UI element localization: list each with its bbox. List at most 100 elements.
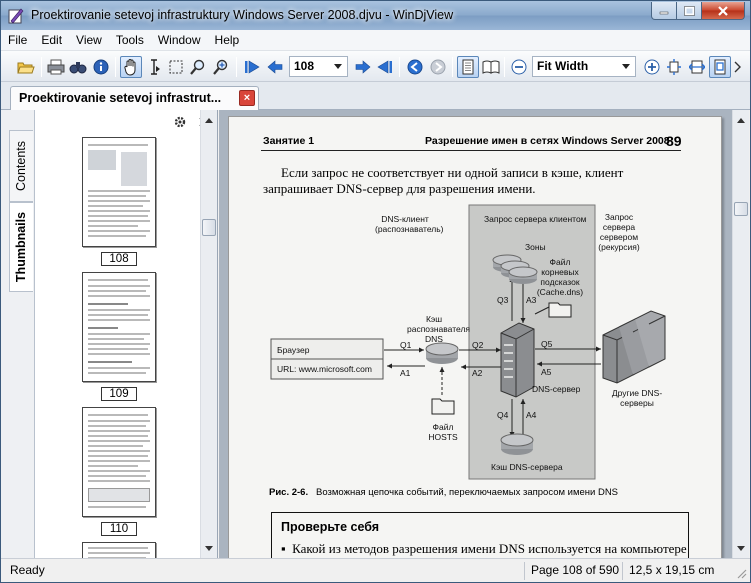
zoom-out-icon <box>511 59 527 75</box>
last-page-button[interactable] <box>374 56 396 78</box>
thumbnail-page-108[interactable] <box>82 137 156 247</box>
next-page-button[interactable] <box>352 56 374 78</box>
other-servers-label: Другие DNS-серверы <box>611 388 663 408</box>
page-header-title: Разрешение имен в сетях Windows Server 2… <box>425 135 670 147</box>
zoom-in-button[interactable] <box>641 56 663 78</box>
a3-label: A3 <box>526 295 537 305</box>
tab-thumbnails-label: Thumbnails <box>14 211 29 283</box>
scrollbar-thumb[interactable] <box>734 202 748 216</box>
a2-label: A2 <box>472 368 483 378</box>
chevron-down-icon[interactable] <box>331 58 345 75</box>
gear-icon[interactable] <box>173 115 187 129</box>
first-page-icon <box>245 60 260 74</box>
info-icon <box>93 59 109 75</box>
q2-label: Q2 <box>472 340 484 350</box>
select-text-button[interactable] <box>143 56 165 78</box>
tab-thumbnails[interactable]: Thumbnails <box>9 202 33 292</box>
minimize-button[interactable] <box>651 2 677 20</box>
scroll-down-icon[interactable] <box>733 540 749 556</box>
select-region-button[interactable] <box>165 56 187 78</box>
document-viewport[interactable]: Занятие 1 Разрешение имен в сетях Window… <box>219 110 732 558</box>
caption-number: Рис. 2-6. <box>269 487 309 498</box>
page-number: 89 <box>666 133 682 149</box>
book-icon <box>482 60 500 74</box>
zoom-combo[interactable]: Fit Width <box>532 56 636 77</box>
caption-text: Возможная цепочка событий, переключаемых… <box>316 487 619 498</box>
thumbnails-scrollbar[interactable] <box>200 110 217 558</box>
menu-tools[interactable]: Tools <box>115 33 144 47</box>
chevron-down-icon[interactable] <box>619 58 633 75</box>
hand-tool-button[interactable] <box>120 56 142 78</box>
previous-page-button[interactable] <box>264 56 286 78</box>
menu-bar: File Edit View Tools Window Help <box>1 30 750 51</box>
thumbnail-label[interactable]: 108 <box>101 252 137 266</box>
status-ready: Ready <box>10 563 45 577</box>
open-button[interactable] <box>15 56 37 78</box>
dns-server-icon <box>500 322 535 398</box>
a1-label: A1 <box>400 368 411 378</box>
thumbnail-label[interactable]: 110 <box>101 522 137 536</box>
properties-button[interactable] <box>90 56 112 78</box>
text-cursor-icon <box>151 59 160 75</box>
close-icon <box>718 5 728 16</box>
menu-file[interactable]: File <box>8 33 28 47</box>
magnifier-icon <box>190 59 205 75</box>
fit-width-button[interactable] <box>686 56 708 78</box>
menu-edit[interactable]: Edit <box>41 33 63 47</box>
app-icon <box>8 8 24 24</box>
actual-size-icon <box>714 59 726 75</box>
title-bar[interactable]: Proektirovanie setevoj infrastruktury Wi… <box>1 1 750 30</box>
tab-contents[interactable]: Contents <box>9 130 33 202</box>
q3-label: Q3 <box>497 295 509 305</box>
single-page-icon <box>462 59 474 75</box>
scroll-up-icon[interactable] <box>201 112 217 128</box>
thumbnail-page-109[interactable] <box>82 272 156 382</box>
printer-icon <box>47 59 65 75</box>
maximize-button[interactable] <box>677 2 702 20</box>
dns-diagram <box>270 204 666 480</box>
back-button[interactable] <box>404 56 426 78</box>
close-button[interactable] <box>702 2 745 20</box>
thumbnail-page-110[interactable] <box>82 407 156 517</box>
hand-icon <box>124 59 136 76</box>
zoom-out-button[interactable] <box>508 56 530 78</box>
document-scrollbar[interactable] <box>732 110 749 558</box>
self-check-item: ▪ Какой из методов разрешения имени DNS … <box>281 541 687 556</box>
first-page-button[interactable] <box>241 56 263 78</box>
hosts-label: Файл HOSTS <box>428 422 458 442</box>
fit-page-icon <box>667 59 681 75</box>
toolbar-overflow-button[interactable] <box>731 56 745 78</box>
page-number-combo[interactable]: 108 <box>289 56 348 77</box>
scroll-down-icon[interactable] <box>201 540 217 556</box>
page-number-value: 108 <box>294 59 315 73</box>
scroll-up-icon[interactable] <box>733 112 749 128</box>
menu-help[interactable]: Help <box>214 33 240 47</box>
q1-label: Q1 <box>400 340 412 350</box>
server-zone-label: Запрос сервера клиентом <box>484 214 587 224</box>
close-tab-icon[interactable]: × <box>239 90 255 106</box>
facing-pages-layout-button[interactable] <box>480 56 502 78</box>
status-page: Page 108 of 590 <box>524 562 620 580</box>
forward-circle-icon <box>430 59 446 75</box>
print-button[interactable] <box>45 56 67 78</box>
menu-window[interactable]: Window <box>157 33 201 47</box>
thumbnail-label[interactable]: 109 <box>101 387 137 401</box>
resize-grip-icon[interactable] <box>735 567 747 579</box>
scrollbar-thumb[interactable] <box>202 219 216 236</box>
magnify-button[interactable] <box>210 56 232 78</box>
zoom-tool-button[interactable] <box>187 56 209 78</box>
forward-button[interactable] <box>427 56 449 78</box>
menu-view[interactable]: View <box>76 33 102 47</box>
url-label: URL: www.microsoft.com <box>277 364 372 374</box>
document-tab-label: Proektirovanie setevoj infrastrut... <box>19 91 222 105</box>
single-page-layout-button[interactable] <box>457 56 479 78</box>
folder-open-icon <box>17 62 35 74</box>
document-tab[interactable]: Proektirovanie setevoj infrastrut... × <box>10 86 259 110</box>
figure-caption: Рис. 2-6. Возможная цепочка событий, пер… <box>269 487 618 498</box>
fit-page-button[interactable] <box>663 56 685 78</box>
hints-folder-icon <box>548 302 572 318</box>
find-button[interactable] <box>67 56 89 78</box>
arrow-right-icon <box>355 60 371 74</box>
actual-size-button[interactable] <box>709 56 731 78</box>
